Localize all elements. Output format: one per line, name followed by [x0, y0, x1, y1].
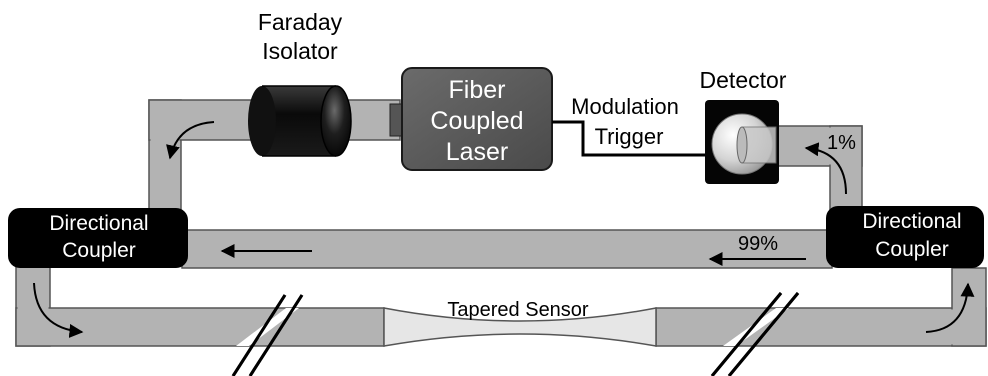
- trigger-label-line-2: Trigger: [595, 124, 664, 149]
- laser-label-line-1: Fiber: [449, 76, 506, 104]
- coupler-right-label-line-1: Directional: [862, 210, 961, 233]
- arrow-bottom-right-curve: [925, 282, 975, 333]
- laser-label-line-3: Laser: [446, 138, 509, 166]
- trigger-label-line-1: Modulation: [571, 94, 679, 119]
- arrow-right-up-curve: [804, 142, 847, 195]
- fiber-coupled-laser: [401, 67, 553, 171]
- tapered-sensor-label: Tapered Sensor: [447, 299, 589, 321]
- directional-coupler-left: [8, 208, 188, 268]
- coupler-right-label-line-2: Coupler: [875, 238, 949, 261]
- faraday-isolator: [248, 85, 352, 157]
- coupler-left-label-line-1: Directional: [49, 212, 148, 235]
- direction-arrows: [33, 121, 975, 338]
- detector-fiber-entry: [741, 126, 777, 164]
- split-label-1-percent: 1%: [827, 132, 856, 154]
- modulation-trigger-wire: [552, 120, 706, 157]
- isolator-label-line-2: Isolator: [262, 38, 338, 64]
- detector-label: Detector: [700, 67, 787, 93]
- arrow-bottom-left-curve: [33, 282, 84, 338]
- laser-label-line-2: Coupled: [430, 107, 523, 135]
- directional-coupler-right: [826, 206, 984, 268]
- split-label-99-percent: 99%: [738, 233, 778, 255]
- arrow-top-left-curve: [166, 121, 215, 160]
- coupler-left-label-line-2: Coupler: [62, 239, 136, 262]
- tapered-sensor: [383, 307, 657, 347]
- isolator-label-line-1: Faraday: [258, 9, 343, 35]
- fiber-middle-horizontal: [181, 229, 833, 269]
